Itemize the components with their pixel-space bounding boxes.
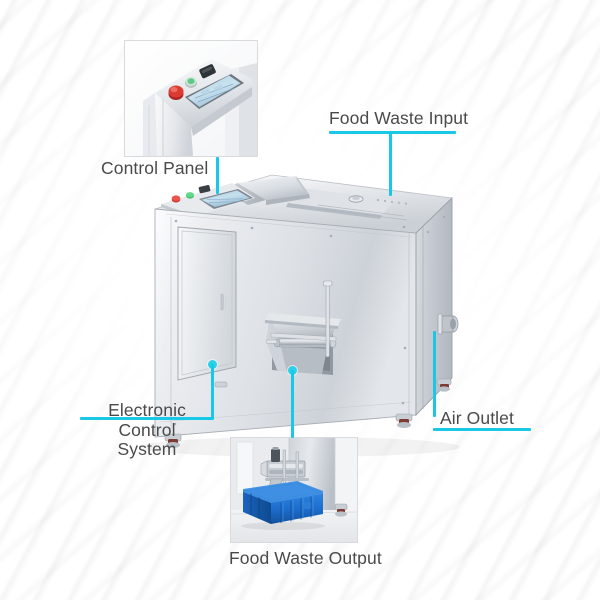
air-outlet-underline [433,428,531,431]
food-waste-output-connector-line [291,370,294,438]
electronic-control-system-label-line1: Electronic Control [108,400,186,440]
food-waste-output-inset-photo [230,437,358,543]
control-panel-closeup-art [125,41,257,156]
food-waste-output-closeup-art [231,438,357,542]
control-panel-label: Control Panel [101,158,209,178]
food-waste-output-label: Food Waste Output [229,548,382,568]
food-waste-input-connector-line [389,133,392,196]
air-outlet-connector-line [433,331,436,417]
machine-feet [164,378,452,448]
electronic-control-system-connector-line [211,364,214,419]
control-panel-inset-photo [124,40,258,157]
food-waste-input-underline [329,131,456,134]
food-waste-input-label: Food Waste Input [329,108,469,128]
air-outlet-label: Air Outlet [440,408,514,428]
electronic-control-system-underline [80,417,214,420]
air-outlet-port-shape [437,313,459,335]
electronic-control-system-label-line2: System [117,439,177,460]
control-panel-connector-line [216,157,219,194]
